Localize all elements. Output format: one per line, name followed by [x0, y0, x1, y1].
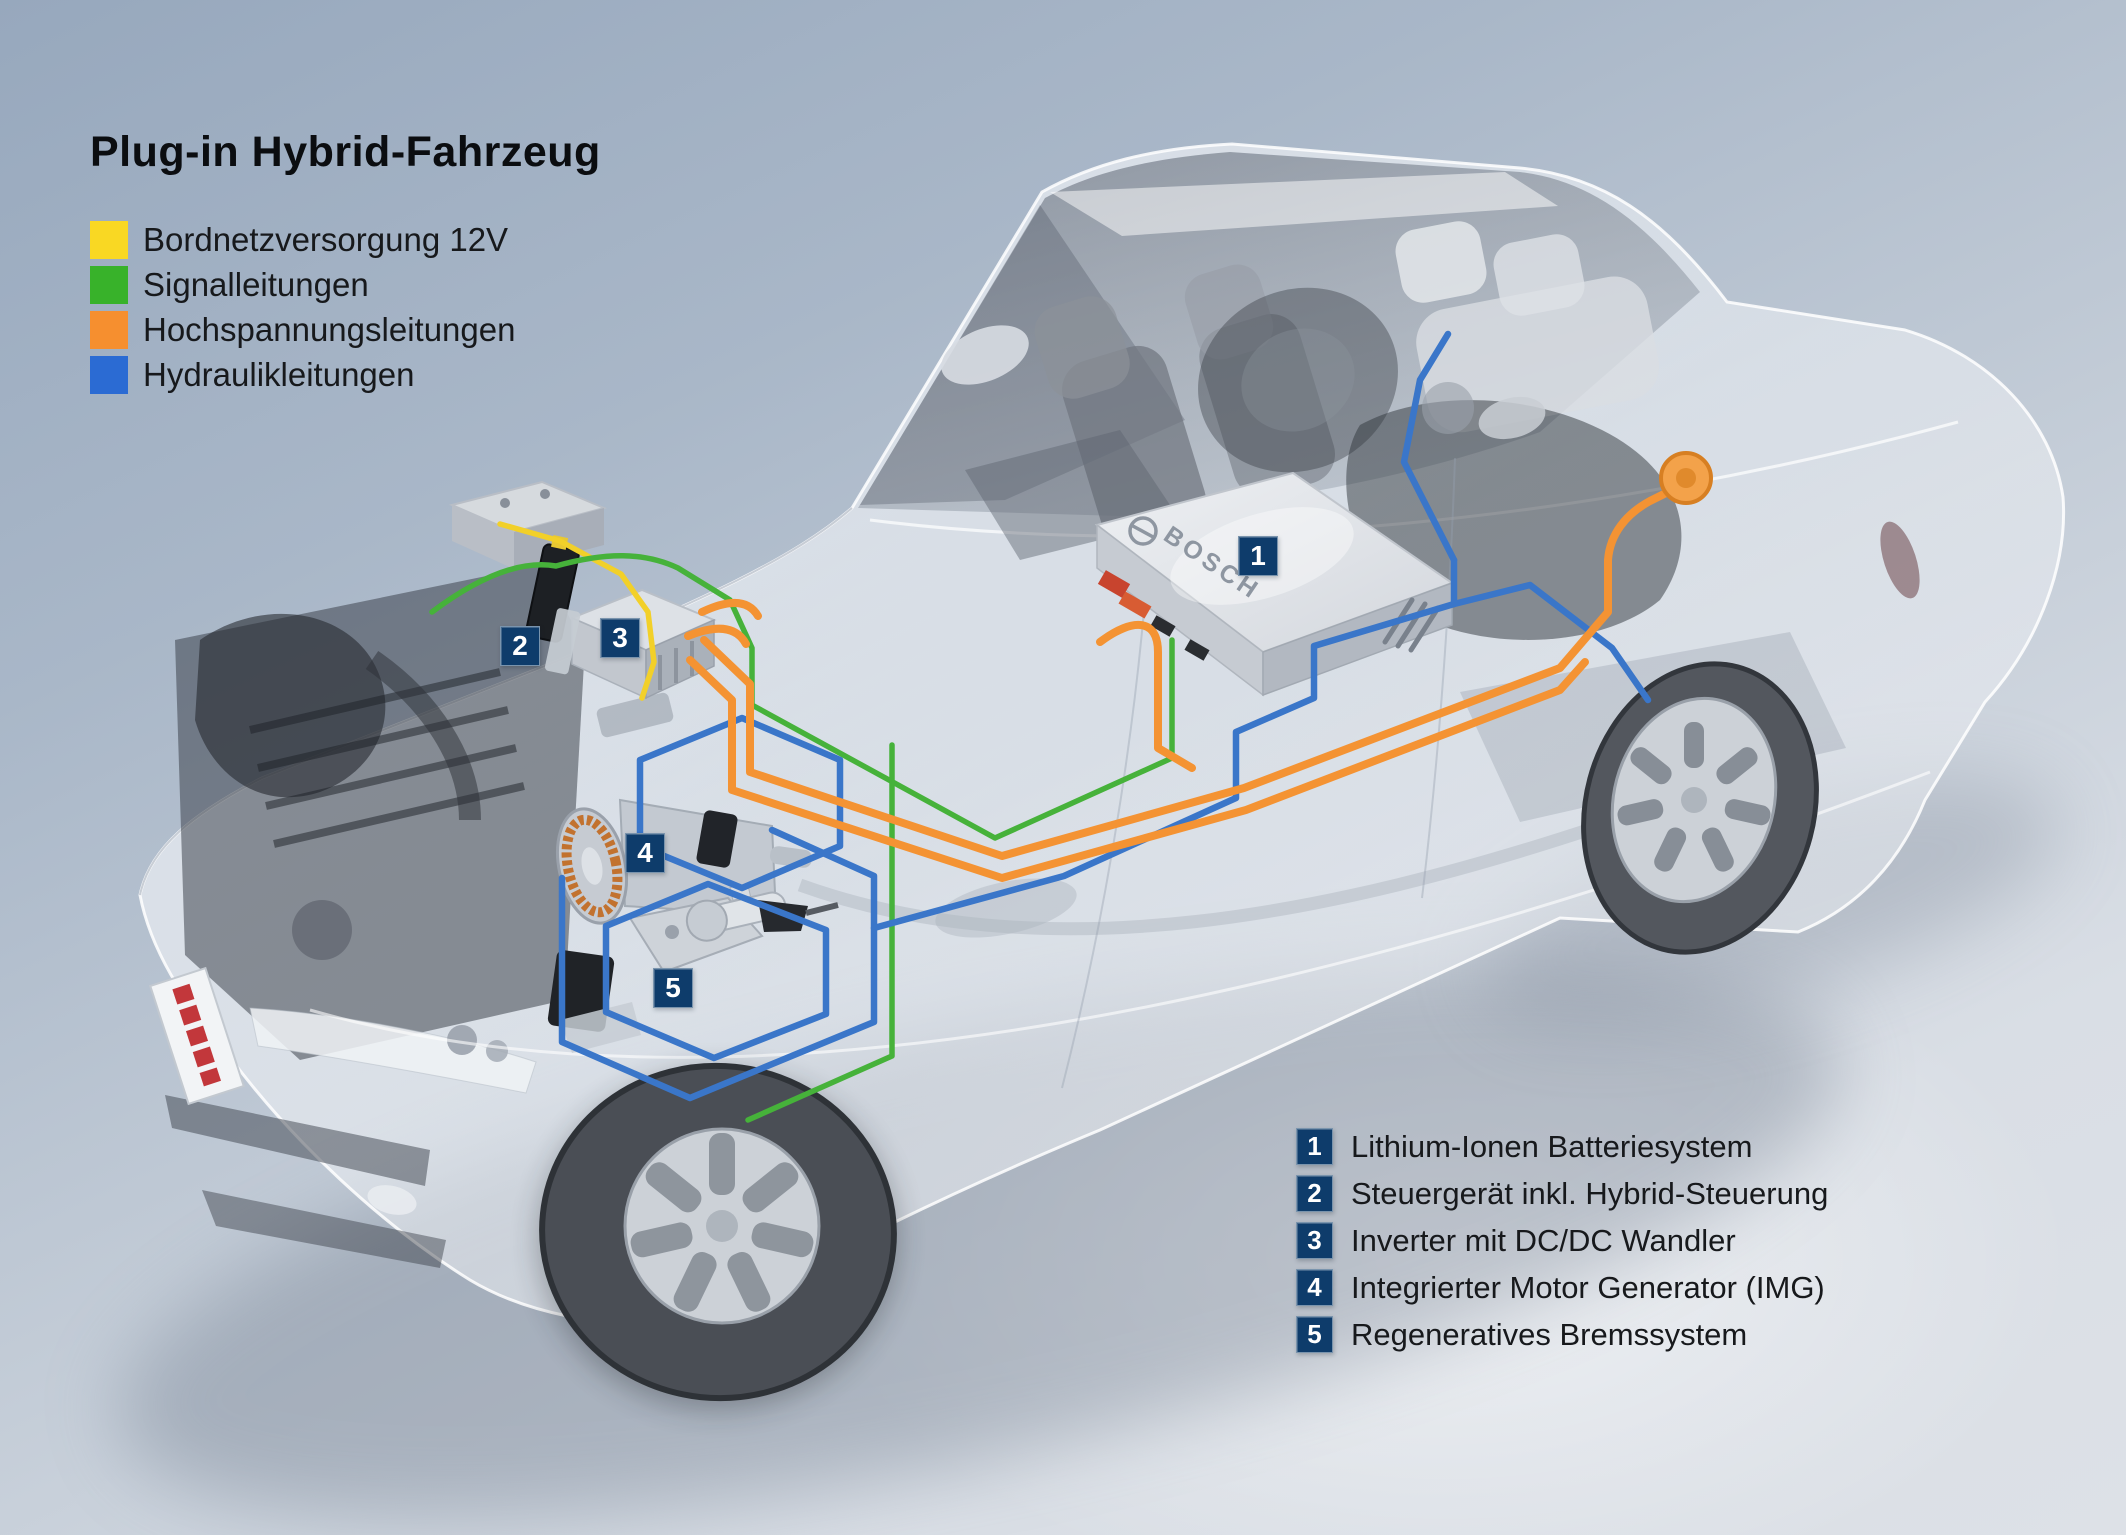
- cable-orange: [684, 486, 1676, 882]
- cable-green: [429, 553, 1175, 1123]
- blue-swatch: [90, 356, 128, 394]
- part-item: 4 Integrierter Motor Generator (IMG): [1296, 1269, 1828, 1306]
- part-number-badge: 4: [1296, 1269, 1333, 1306]
- img-connector: [696, 810, 738, 868]
- part-label: Steuergerät inkl. Hybrid-Steuerung: [1351, 1175, 1829, 1211]
- part-label: Integrierter Motor Generator (IMG): [1351, 1269, 1825, 1305]
- engine-block: [175, 565, 585, 1060]
- legend-label: Hydraulikleitungen: [143, 356, 415, 393]
- part-number-badge: 3: [1296, 1222, 1333, 1259]
- marker-2: 2: [500, 626, 540, 666]
- marker-3: 3: [600, 618, 640, 658]
- rear-right-wheel: [1581, 661, 1819, 955]
- part-label: Regeneratives Bremssystem: [1351, 1316, 1748, 1352]
- battery-connectors: [1097, 570, 1210, 661]
- charge-port: [1659, 451, 1713, 505]
- part-item: 2 Steuergerät inkl. Hybrid-Steuerung: [1296, 1175, 1828, 1212]
- front-fascia: [149, 457, 1931, 1268]
- part-label: Inverter mit DC/DC Wandler: [1351, 1222, 1736, 1258]
- part-item: 5 Regeneratives Bremssystem: [1296, 1316, 1828, 1353]
- part-number-badge: 5: [1296, 1316, 1333, 1353]
- diagram-title: Plug-in Hybrid-Fahrzeug: [90, 128, 601, 176]
- fog-light: [367, 1185, 417, 1215]
- rear-brake-disc: [1422, 382, 1474, 434]
- part-number-badge: 2: [1296, 1175, 1333, 1212]
- marker-5: 5: [653, 968, 693, 1008]
- part-label: Lithium-Ionen Batteriesystem: [1351, 1128, 1753, 1164]
- color-legend: Bordnetzversorgung 12V Signalleitungen H…: [90, 221, 515, 401]
- legend-item: Hochspannungsleitungen: [90, 311, 515, 349]
- front-left-wheel: [538, 1062, 898, 1410]
- yellow-swatch: [90, 221, 128, 259]
- front-badge: [149, 966, 245, 1106]
- marker-4: 4: [625, 833, 665, 873]
- legend-label: Hochspannungsleitungen: [143, 311, 516, 348]
- cable-yellow: [497, 521, 657, 701]
- aux-battery-12v: [448, 480, 608, 569]
- copper-winding: [561, 814, 623, 918]
- part-legend: 1 Lithium-Ionen Batteriesystem 2 Steuerg…: [1296, 1128, 1828, 1363]
- orange-swatch: [90, 311, 128, 349]
- green-swatch: [90, 266, 128, 304]
- part-number-badge: 1: [1296, 1128, 1333, 1165]
- part-item: 1 Lithium-Ionen Batteriesystem: [1296, 1128, 1828, 1165]
- legend-item: Signalleitungen: [90, 266, 515, 304]
- side-mirror: [941, 325, 1029, 385]
- legend-item: Hydraulikleitungen: [90, 356, 515, 394]
- grille-lower: [202, 1190, 446, 1268]
- part-item: 3 Inverter mit DC/DC Wandler: [1296, 1222, 1828, 1259]
- legend-label: Signalleitungen: [143, 266, 369, 303]
- grille-upper: [165, 1095, 430, 1186]
- rear-left-wheel: [1198, 287, 1398, 473]
- legend-item: Bordnetzversorgung 12V: [90, 221, 515, 259]
- tail-light: [1880, 521, 1920, 599]
- marker-1: 1: [1238, 536, 1278, 576]
- headlight: [249, 1007, 537, 1094]
- legend-label: Bordnetzversorgung 12V: [143, 221, 509, 258]
- car-interior: [941, 221, 1659, 560]
